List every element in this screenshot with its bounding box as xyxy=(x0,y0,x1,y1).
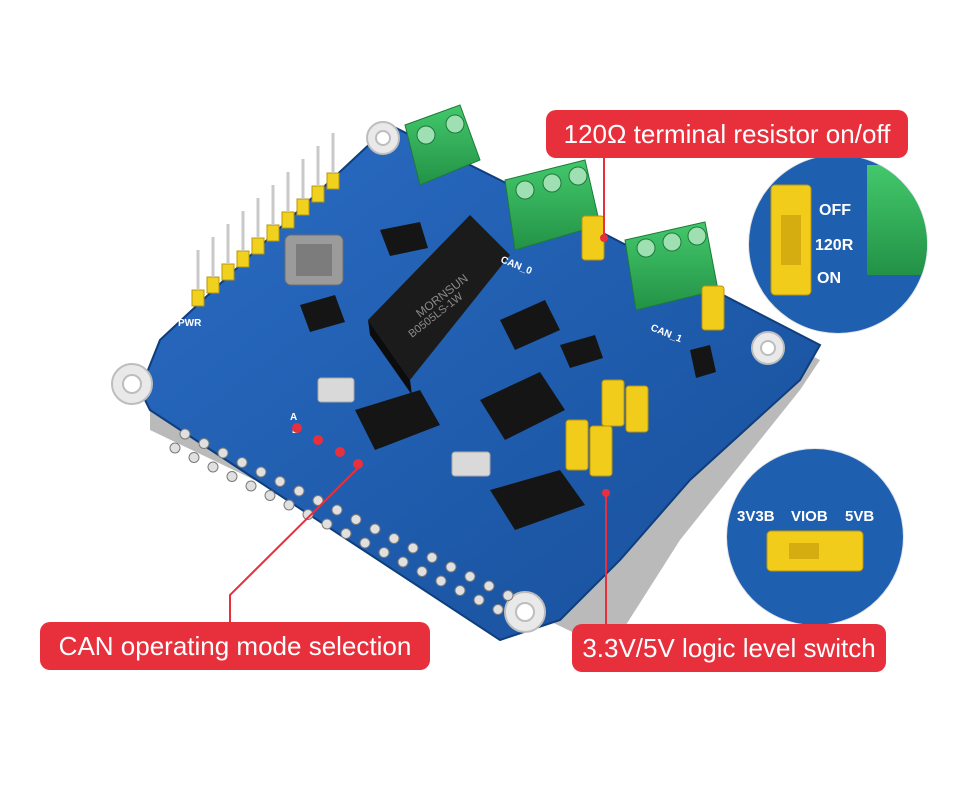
gpio-hole xyxy=(226,471,238,482)
gpio-hole xyxy=(302,509,314,520)
ic-chips xyxy=(300,222,716,530)
header-pin-base xyxy=(206,276,220,294)
gpio-hole xyxy=(502,590,514,601)
header-pin-base xyxy=(281,211,295,229)
callout-logic-level: 3.3V/5V logic level switch xyxy=(572,624,886,672)
terminal-block-can0 xyxy=(504,159,601,251)
gpio-hole xyxy=(426,552,438,563)
dcdc-module: MORNSUN B0505LS-1W xyxy=(368,215,510,395)
gpio-hole xyxy=(454,585,466,596)
gpio-header xyxy=(169,428,514,615)
inductor xyxy=(284,234,344,286)
gpio-hole xyxy=(321,518,333,530)
header-pin-base xyxy=(326,172,340,190)
gpio-hole xyxy=(340,528,352,539)
gpio-hole xyxy=(245,480,257,492)
gpio-hole xyxy=(179,428,191,440)
gpio-hole xyxy=(445,561,457,573)
gpio-hole xyxy=(264,490,276,501)
gpio-hole xyxy=(350,514,362,525)
gpio-hole xyxy=(464,571,476,582)
label-pwr: PWR xyxy=(178,318,202,329)
gpio-hole xyxy=(255,466,267,478)
gpio-hole xyxy=(369,523,381,535)
zoom-label-120r: 120R xyxy=(815,237,854,254)
gpio-hole xyxy=(492,604,504,615)
callout-can-mode: CAN operating mode selection xyxy=(40,622,430,670)
zoom-terminal-resistor: OFF 120R ON xyxy=(748,154,928,334)
crystals xyxy=(317,377,491,477)
gpio-hole xyxy=(378,547,390,558)
header-pin-base xyxy=(251,237,265,255)
callout-terminal-resistor: 120Ω terminal resistor on/off xyxy=(546,110,908,158)
header-pin-base xyxy=(296,198,310,216)
gpio-hole xyxy=(388,533,400,544)
terminal-block-power xyxy=(404,104,481,186)
gpio-hole xyxy=(283,499,295,511)
jumpers xyxy=(565,215,725,477)
gpio-hole xyxy=(312,495,324,506)
terminal-block-can1 xyxy=(624,221,719,311)
gpio-hole xyxy=(407,542,419,554)
gpio-hole xyxy=(236,457,248,468)
pcb-board xyxy=(138,123,822,642)
header-pin-base xyxy=(191,289,205,307)
leader-lines xyxy=(229,158,610,624)
header-pin-base xyxy=(221,263,235,281)
header-pin-base xyxy=(311,185,325,203)
mode-select-pads xyxy=(292,423,363,469)
gpio-hole xyxy=(217,447,229,459)
gpio-hole xyxy=(416,566,428,577)
gpio-hole xyxy=(274,476,286,487)
zoom-label-on: ON xyxy=(817,270,841,287)
mounting-holes xyxy=(111,121,785,633)
pin-header xyxy=(191,133,340,307)
gpio-hole xyxy=(207,461,219,473)
zoom-label-5vb: 5VB xyxy=(845,508,874,525)
gpio-hole xyxy=(483,580,495,592)
gpio-hole xyxy=(331,504,343,516)
gpio-hole xyxy=(397,556,409,568)
gpio-hole xyxy=(169,442,181,454)
header-pin-base xyxy=(266,224,280,242)
zoom-label-viob: VIOB xyxy=(791,508,828,525)
header-pin-base xyxy=(236,250,250,268)
label-jumper-a: A xyxy=(290,412,297,423)
zoom-logic-level: 3V3B VIOB 5VB xyxy=(726,448,904,626)
zoom-label-3v3b: 3V3B xyxy=(737,508,775,525)
gpio-hole xyxy=(188,452,200,463)
zoom-label-off: OFF xyxy=(819,202,851,219)
gpio-hole xyxy=(198,438,210,449)
gpio-hole xyxy=(293,485,305,497)
gpio-hole xyxy=(473,594,485,606)
gpio-hole xyxy=(359,537,371,549)
gpio-hole xyxy=(435,575,447,587)
